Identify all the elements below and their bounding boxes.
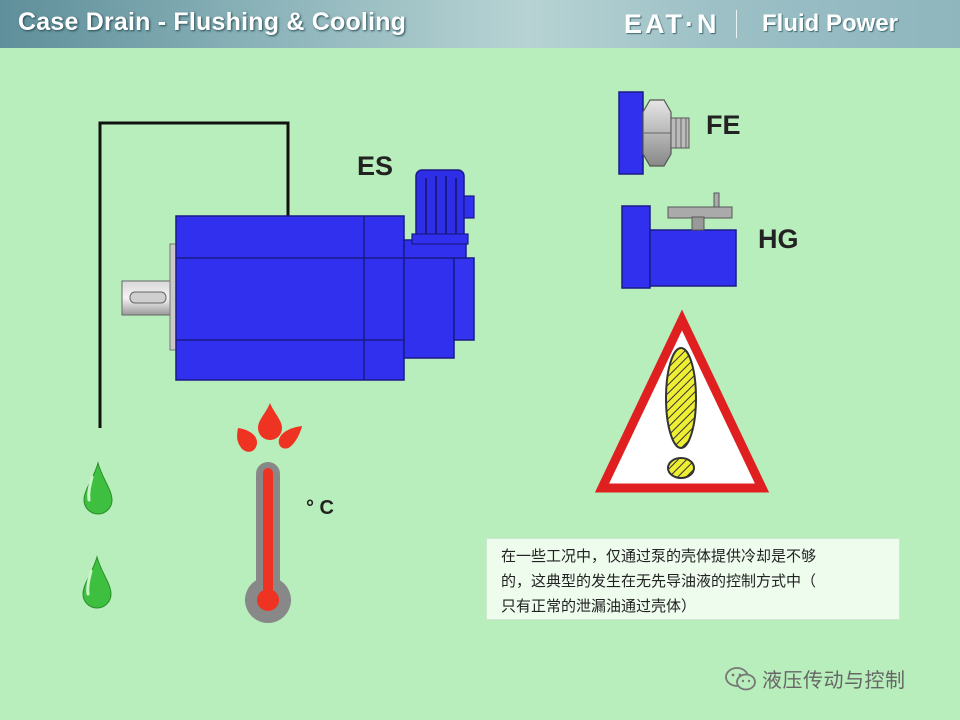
note-box: 在一些工况中，仅通过泵的壳体提供冷却是不够 的，这典型的发生在无先导油液的控制方… [486, 538, 900, 620]
oil-drop-icon [82, 555, 112, 609]
note-line: 只有正常的泄漏油通过壳体） [501, 597, 697, 615]
temperature-unit-label: ° C [306, 497, 334, 519]
brand-logo: EAT·N [624, 9, 720, 39]
label-hg: HG [758, 224, 799, 254]
note-line: 的，这典型的发生在无先导油液的控制方式中（ [501, 572, 817, 590]
wechat-icon [725, 667, 756, 691]
pump-shaft [121, 243, 179, 351]
label-fe: FE [706, 110, 741, 140]
es-actuator [411, 169, 475, 245]
brand-divider [736, 10, 737, 38]
header-banner: Case Drain - Flushing & Cooling EAT·N Fl… [0, 0, 960, 48]
slide-title: Case Drain - Flushing & Cooling [18, 8, 407, 36]
note-line: 在一些工况中，仅通过泵的壳体提供冷却是不够 [501, 547, 817, 565]
watermark-text: 液压传动与控制 [762, 668, 906, 692]
oil-drop-highlight [86, 569, 93, 596]
drain-line [98, 121, 290, 428]
thermometer-icon [245, 462, 291, 623]
oil-drop-icon [83, 461, 113, 515]
hot-drops-icon [237, 403, 302, 452]
watermark: 液压传动与控制 [724, 664, 934, 694]
oil-drop-highlight [87, 475, 94, 502]
hg-gauge-port [621, 192, 737, 289]
warning-icon [594, 309, 770, 493]
fe-fitting [618, 91, 690, 175]
brand-subtitle: Fluid Power [762, 10, 899, 37]
label-es: ES [357, 151, 394, 181]
